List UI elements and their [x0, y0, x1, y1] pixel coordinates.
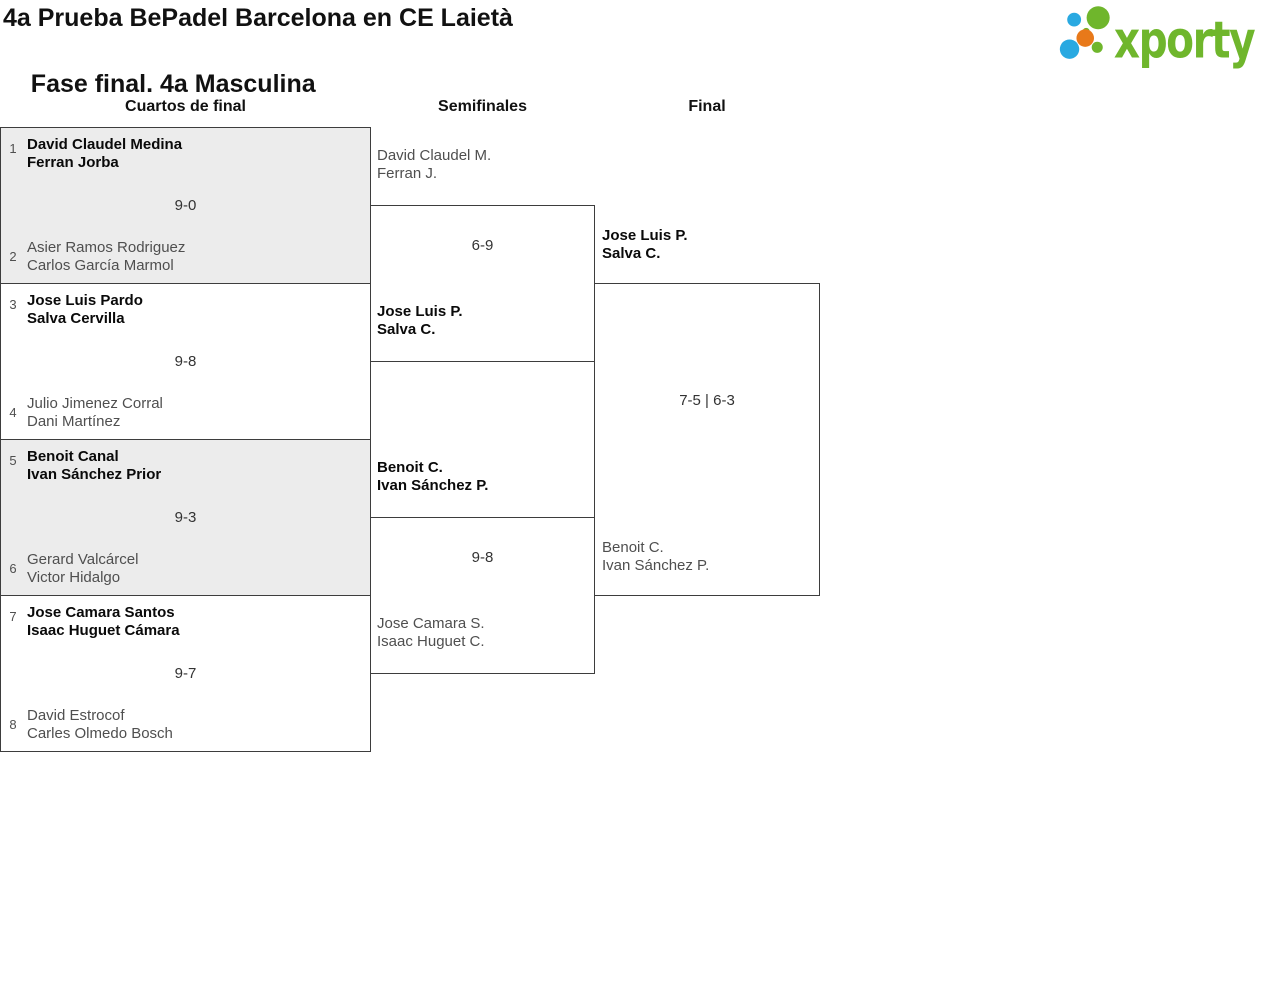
- xporty-logo[interactable]: xporty: [1048, 3, 1272, 75]
- qf4-seed-top: 7: [9, 609, 17, 624]
- qf1-seed-top: 1: [9, 141, 17, 156]
- sf2-team-bottom: Jose Camara S.Isaac Huguet C.: [377, 615, 485, 650]
- qf3-seed-bottom: 6: [9, 561, 17, 576]
- final-match-box: [594, 283, 820, 596]
- sf1-team-top: David Claudel M.Ferran J.: [377, 147, 492, 182]
- qf3-seed-top: 5: [9, 453, 17, 468]
- qf1-score: 9-0: [174, 197, 197, 214]
- page-title-line1: 4a Prueba BePadel Barcelona en CE Laietà: [3, 4, 513, 32]
- sf1-team-bottom: Jose Luis P.Salva C.: [377, 303, 463, 338]
- round-header-quarterfinals: Cuartos de final: [125, 98, 246, 115]
- page-title: 4a Prueba BePadel Barcelona en CE Laietà…: [3, 2, 513, 134]
- sf1-score: 6-9: [471, 237, 494, 254]
- qf2-seed-bottom: 4: [9, 405, 17, 420]
- final-team-top: Jose Luis P.Salva C.: [602, 227, 688, 262]
- qf-match-3-box: [0, 439, 371, 596]
- final-team-bottom: Benoit C.Ivan Sánchez P.: [602, 539, 710, 574]
- page-title-line2: Fase final. 4a Masculina: [30, 70, 316, 98]
- qf3-score: 9-3: [174, 509, 197, 526]
- qf2-seed-top: 3: [9, 297, 17, 312]
- qf1-seed-bottom: 2: [9, 249, 17, 264]
- qf-match-1-box: [0, 127, 371, 284]
- sf2-score: 9-8: [471, 549, 494, 566]
- round-header-semifinals: Semifinales: [438, 98, 527, 115]
- sf2-team-top: Benoit C.Ivan Sánchez P.: [377, 459, 489, 494]
- logo-dots-icon: [1059, 6, 1110, 59]
- qf4-seed-bottom: 8: [9, 717, 17, 732]
- final-score: 7-5 | 6-3: [679, 392, 735, 409]
- qf2-score: 9-8: [174, 353, 197, 370]
- round-header-final: Final: [688, 98, 726, 115]
- logo-wordmark: xporty: [1114, 10, 1256, 69]
- qf4-score: 9-7: [174, 665, 197, 682]
